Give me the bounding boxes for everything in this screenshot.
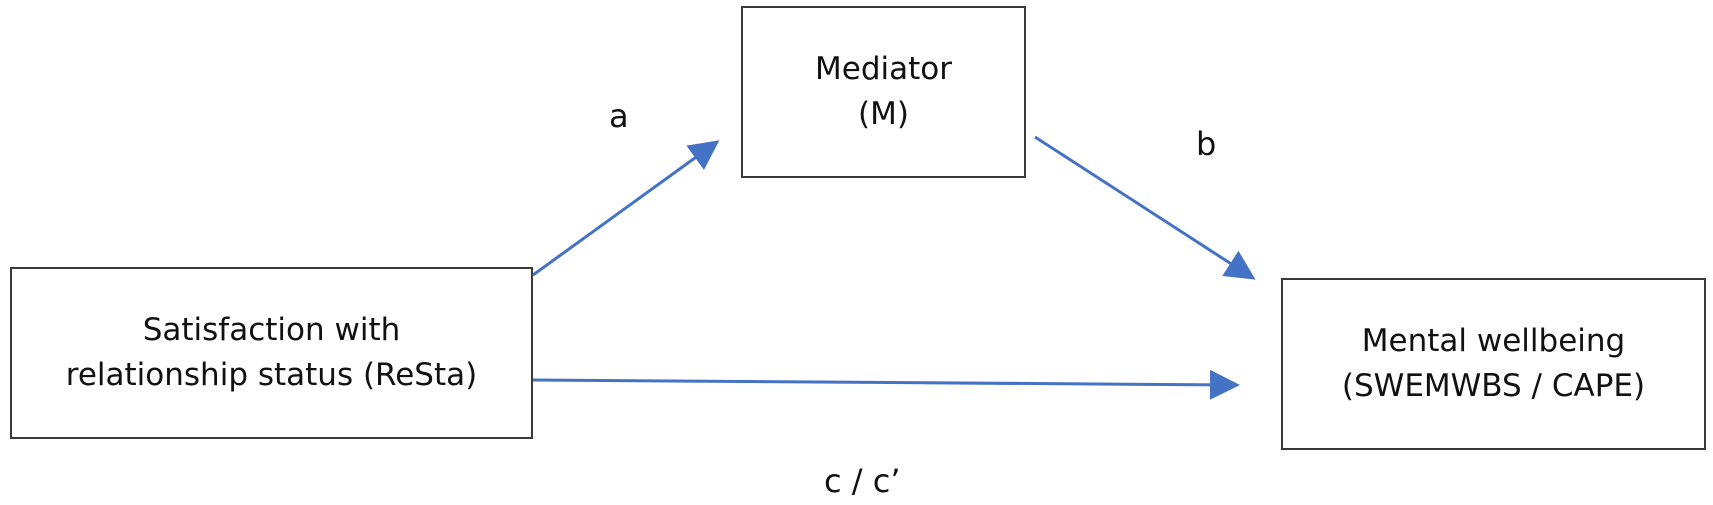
predictor-label-line2: relationship status (ReSta) [65,357,478,393]
outcome-label-line1: Mental wellbeing [1361,323,1626,360]
predictor-label-line1: Satisfaction with [142,312,401,349]
mediator-box: Mediator (M) [741,6,1026,178]
outcome-label-line2: (SWEMWBS / CAPE) [1341,368,1646,404]
path-c-arrow [532,369,1240,400]
mediator-label-line1: Mediator [815,51,952,88]
path-b-arrow [1034,135,1256,280]
path-b-label: b [1196,125,1217,163]
predictor-box: Satisfaction with relationship status (R… [10,267,533,439]
path-a-label: a [609,97,629,135]
outcome-box: Mental wellbeing (SWEMWBS / CAPE) [1281,278,1706,450]
mediator-label-line2: (M) [858,96,909,132]
path-c-label: c / c’ [824,462,901,500]
path-a-arrow [532,140,720,277]
